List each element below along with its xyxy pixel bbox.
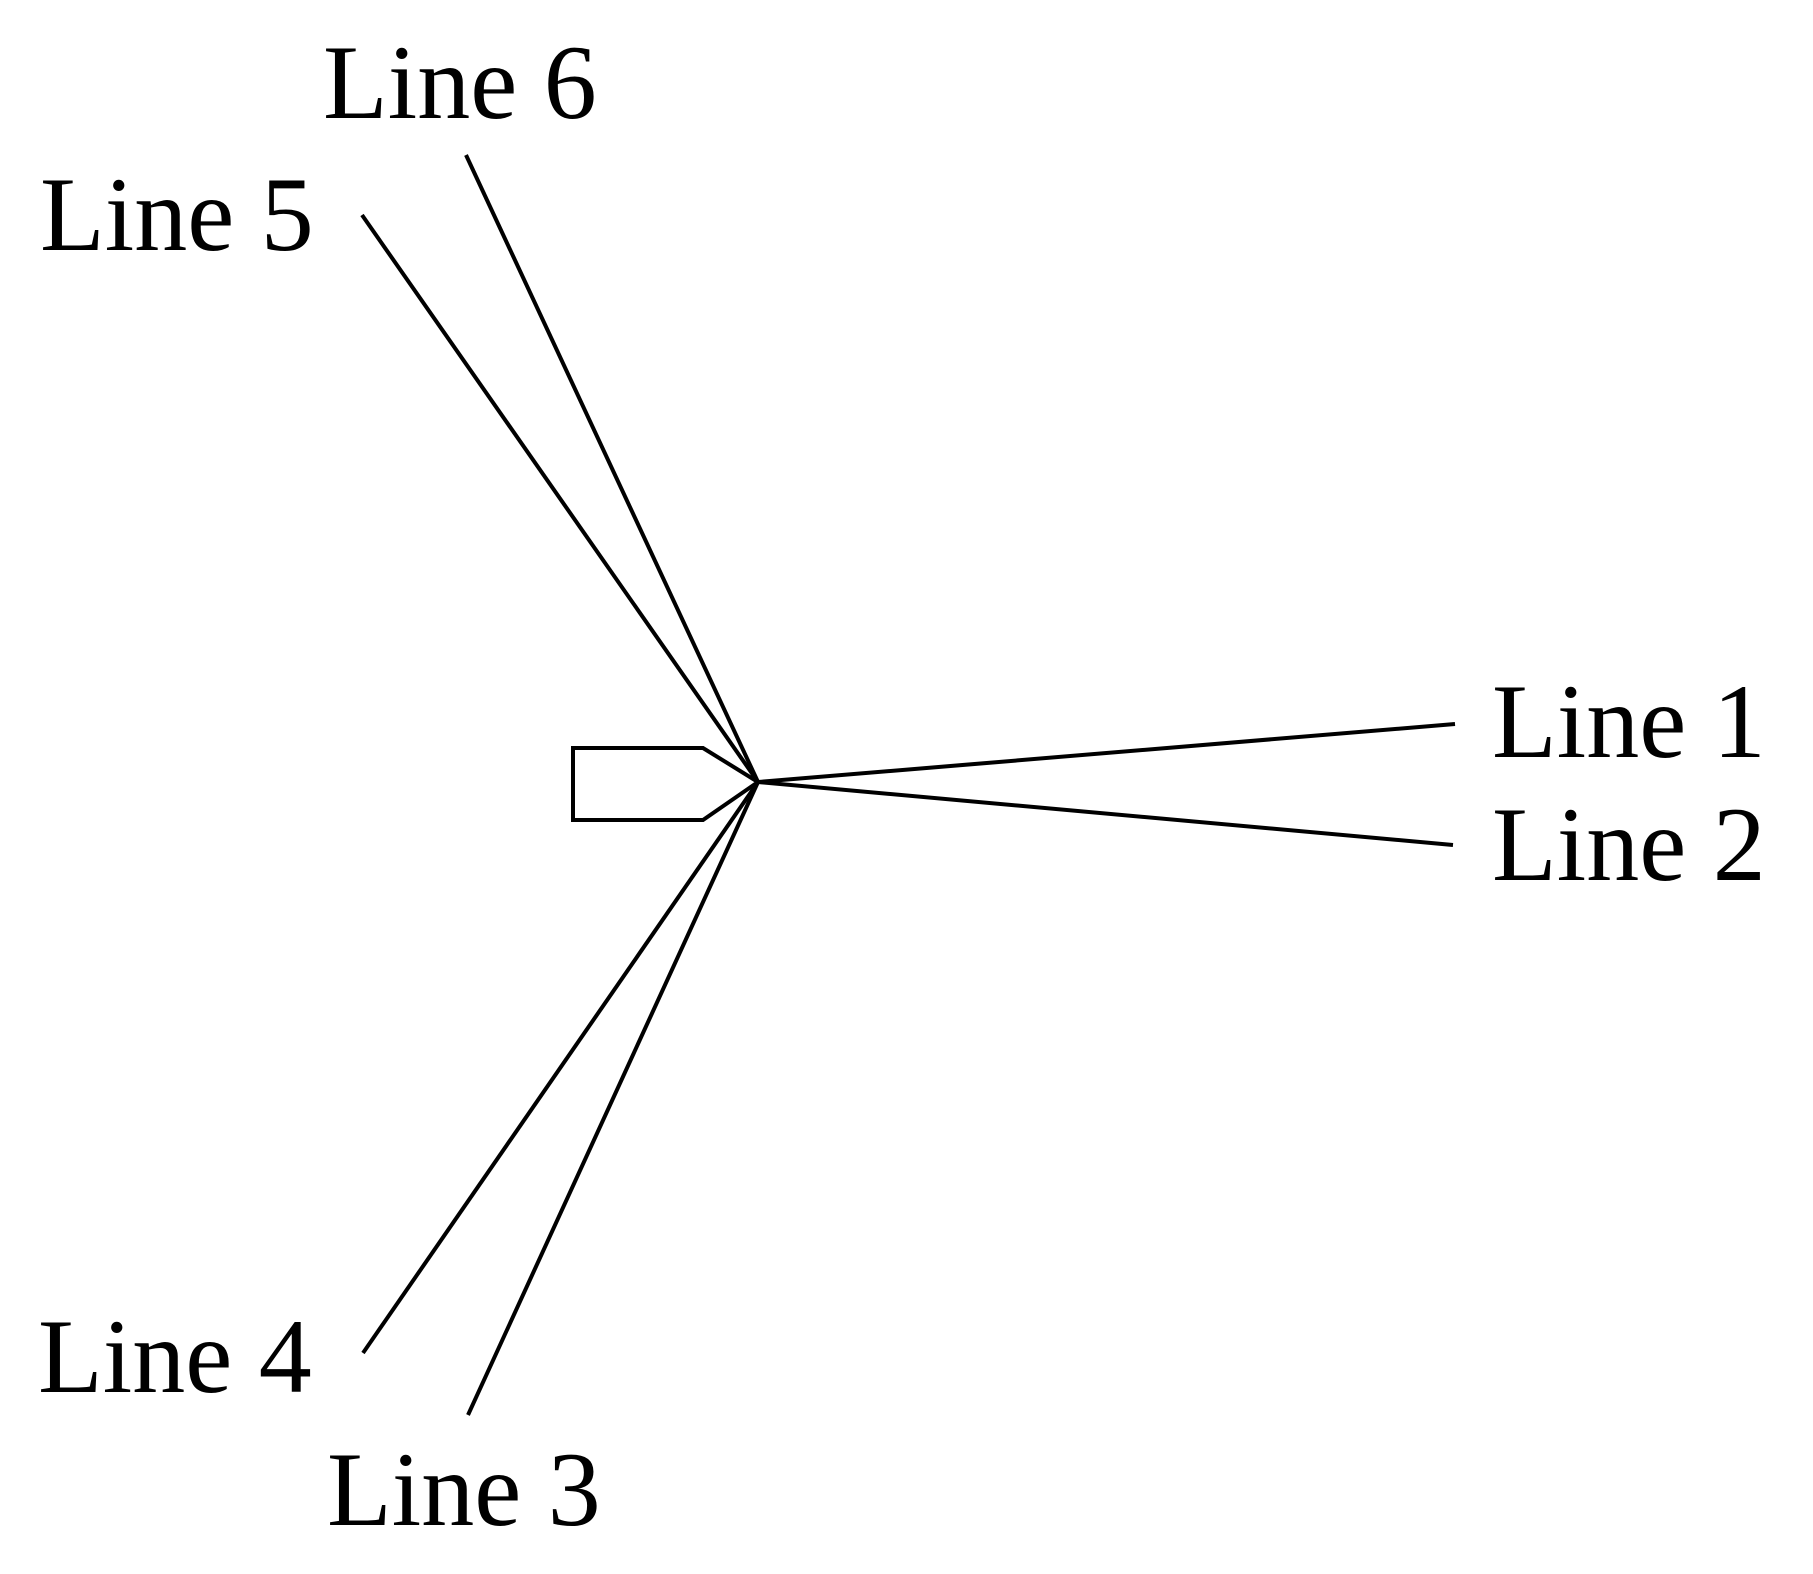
line-1-label: Line 1: [1492, 663, 1766, 780]
line-5-label: Line 5: [40, 156, 314, 273]
line-5-connector: [360, 213, 760, 784]
line-6-label: Line 6: [323, 24, 597, 141]
line-1-connector: [757, 722, 1456, 784]
line-6-connector: [464, 154, 760, 783]
line-3-connector: [466, 781, 760, 1416]
pentagon-pointer-shape: [571, 746, 762, 822]
line-2-connector: [757, 780, 1454, 847]
line-4-label: Line 4: [38, 1298, 312, 1415]
line-3-label: Line 3: [327, 1431, 601, 1548]
line-2-label: Line 2: [1492, 786, 1766, 903]
line-4-connector: [361, 780, 760, 1355]
